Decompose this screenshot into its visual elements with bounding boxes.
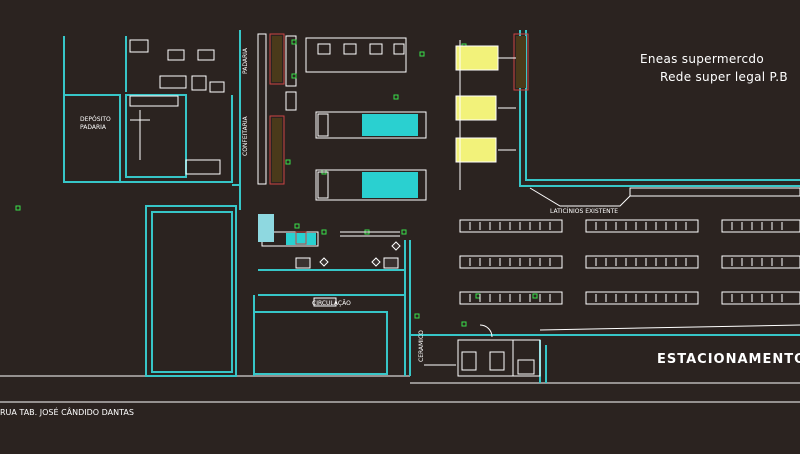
laticinios-label: LATICÍNIOS EXISTENTE [550,208,619,215]
shelf-unit [585,291,699,305]
shelf-unit [585,255,699,269]
lower-right-wall [457,324,800,377]
shelving-rows [459,219,800,305]
laticinios-counter [529,187,800,207]
confeitaria-label: CONFEITARIA [242,116,249,156]
deposito-label-line1: DEPÓSITO [80,116,111,123]
project-title-line1: Eneas supermercdo [640,52,764,66]
shelf-unit [721,291,800,305]
checkout-lines [459,40,516,190]
shelf-unit [585,219,699,233]
shelf-unit [721,219,800,233]
estacionamento-label: ESTACIONAMENTO [657,352,800,367]
checkouts [455,45,499,163]
building-walls [63,30,800,383]
office-furniture [424,351,535,375]
shelf-unit [721,255,800,269]
kitchen-equipment [129,39,225,175]
street-name-label: RUA TAB. JOSÉ CÂNDIDO DANTAS [0,408,134,417]
deli-tables [305,37,407,73]
padaria-label: PADARIA [242,47,249,74]
project-title-line2: Rede super legal P.B [660,70,788,84]
deposito-label-line2: PADARIA [80,124,107,131]
shelf-unit [459,219,563,233]
shelf-unit [459,291,563,305]
circulacao-label: CIRCULAÇÃO [312,300,351,307]
refrigerated-islands [258,111,427,247]
ceramico-label: CERAMICO [418,330,425,362]
bakery-counters [257,33,529,185]
street-lines [0,375,800,403]
column-markers [295,231,401,307]
shelf-unit [459,255,563,269]
